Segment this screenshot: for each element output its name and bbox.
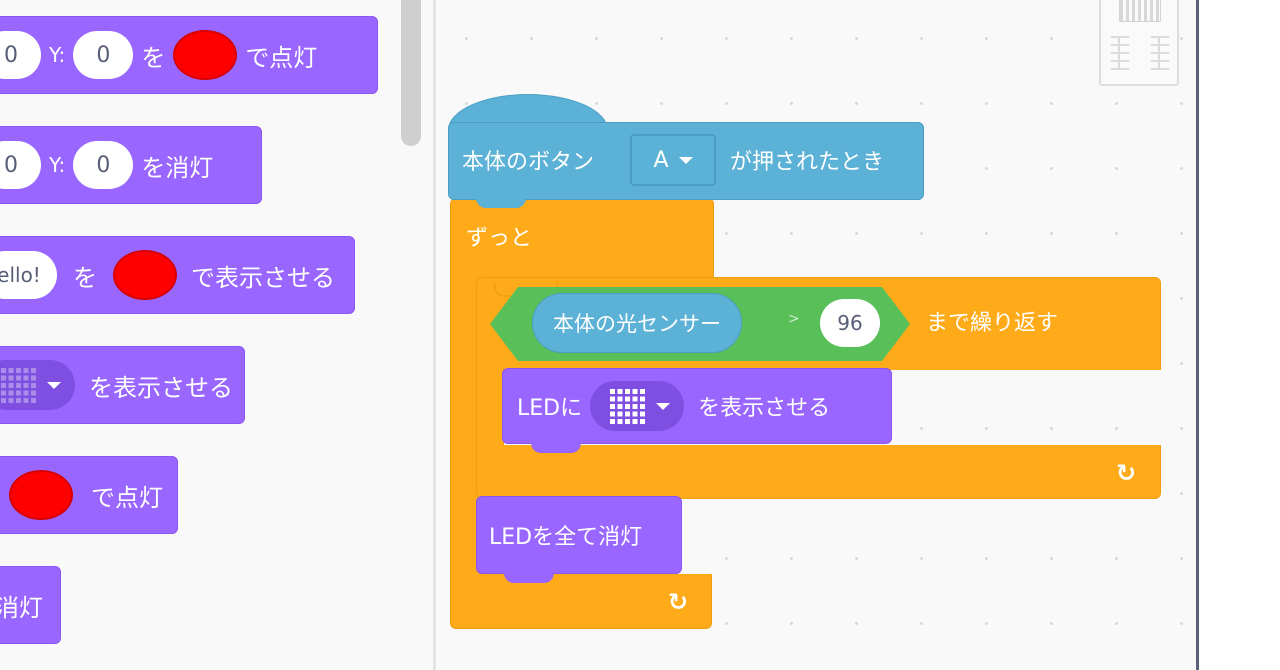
light-sensor-label: 本体の光センサー — [553, 312, 721, 336]
led-grid-icon — [1, 367, 37, 403]
palette-block-led-off-xy[interactable]: 0 Y: 0 を消灯 — [0, 126, 262, 204]
image-dropdown[interactable] — [0, 360, 75, 410]
palette-block-display-image[interactable]: を表示させる — [0, 346, 245, 424]
threshold-input[interactable]: 96 — [820, 299, 880, 347]
workspace-border — [1196, 0, 1199, 670]
repeat-until-suffix: まで繰り返す — [926, 311, 1059, 336]
color-picker[interactable] — [9, 470, 73, 520]
connector-bump — [531, 443, 581, 453]
x-value-input[interactable]: 0 — [0, 31, 41, 79]
y-value-input[interactable]: 0 — [73, 141, 134, 189]
y-value-input[interactable]: 0 — [73, 31, 134, 79]
palette-divider — [433, 0, 436, 670]
thumbnail-led-icon — [1119, 0, 1161, 22]
palette-block-turn-off[interactable]: 消灯 — [0, 566, 61, 644]
block-suffix: を消灯 — [141, 153, 214, 182]
particle-wo: を — [141, 43, 166, 72]
greater-than-operator: > — [788, 311, 800, 327]
block-suffix: を表示させる — [89, 373, 233, 402]
show-led-suffix: を表示させる — [698, 396, 831, 421]
thumbnail-pin-right-icon — [1151, 36, 1169, 70]
block-suffix: で点灯 — [245, 43, 318, 72]
led-image-dropdown[interactable] — [590, 381, 685, 431]
palette-block-led-on-xy[interactable]: 0 Y: 0 を で点灯 — [0, 16, 378, 94]
loop-arrow-icon: ↻ — [668, 588, 689, 616]
clear-led-block[interactable]: LEDを全て消灯 — [476, 496, 682, 574]
block-palette: 0 Y: 0 を で点灯 0 Y: 0 を消灯 ello! を で表示させる を… — [0, 0, 433, 670]
led-grid-icon — [610, 388, 647, 424]
show-led-block[interactable]: LEDに を表示させる — [502, 368, 892, 444]
forever-label: ずっと — [466, 226, 533, 251]
repeat-until-block[interactable]: 本体の光センサー > 96 まで繰り返す ↻ — [476, 277, 1161, 499]
connector-bump — [476, 198, 526, 208]
forever-block[interactable]: ずっと ↻ — [450, 198, 714, 629]
particle-wo: を — [73, 263, 97, 292]
button-value: A — [653, 147, 669, 173]
hat-prefix: 本体のボタン — [462, 150, 595, 175]
device-thumbnail[interactable] — [1099, 0, 1179, 86]
palette-block-light-all[interactable]: で点灯 — [0, 456, 178, 534]
text-input[interactable]: ello! — [0, 251, 57, 299]
connector-bump — [504, 573, 554, 583]
chevron-down-icon — [678, 156, 693, 164]
button-dropdown[interactable]: A — [630, 134, 716, 186]
chevron-down-icon — [656, 402, 671, 410]
chevron-down-icon — [47, 381, 61, 389]
color-picker[interactable] — [113, 250, 177, 300]
block-suffix: で表示させる — [191, 263, 335, 292]
script-workspace[interactable]: ずっと ↻ 本体の光センサー > 96 まで繰り返す ↻ LEDに を表示させる… — [436, 0, 1197, 670]
block-suffix: で点灯 — [91, 483, 163, 512]
block-suffix: 消灯 — [0, 593, 43, 622]
clear-led-label: LEDを全て消灯 — [489, 525, 643, 550]
thumbnail-pin-left-icon — [1111, 36, 1129, 70]
palette-scrollbar[interactable] — [401, 0, 421, 146]
loop-arrow-icon: ↻ — [1116, 459, 1137, 487]
color-picker[interactable] — [173, 30, 238, 80]
y-label: Y: — [49, 153, 66, 177]
show-led-prefix: LEDに — [517, 396, 583, 421]
y-label: Y: — [49, 43, 66, 67]
palette-block-display-text[interactable]: ello! を で表示させる — [0, 236, 355, 314]
light-sensor-reporter[interactable]: 本体の光センサー — [532, 293, 742, 353]
when-button-pressed-hat[interactable]: 本体のボタン A が押されたとき — [448, 94, 924, 208]
x-value-input[interactable]: 0 — [0, 141, 41, 189]
hat-suffix: が押されたとき — [730, 150, 885, 175]
